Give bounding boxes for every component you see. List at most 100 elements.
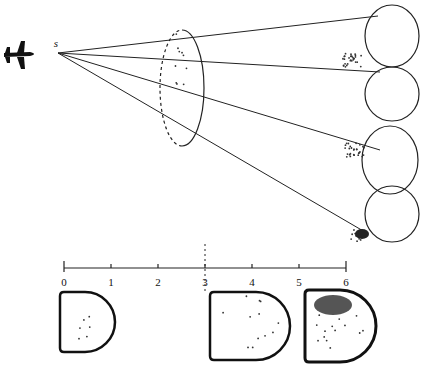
stipple-dot (181, 52, 183, 54)
scale-number: 2 (155, 277, 161, 288)
stipple-dot (344, 147, 346, 149)
stipple-dot (257, 338, 259, 340)
stipple-dot (359, 151, 361, 153)
stipple-dot (356, 240, 358, 242)
stipple-dot (249, 316, 251, 318)
scale-number: 4 (249, 277, 255, 288)
stipple-dot (349, 155, 351, 157)
stipple-dot (344, 55, 346, 57)
stipple-dot (343, 56, 345, 58)
stipple-dot (345, 66, 347, 68)
stipple-dot (353, 148, 355, 150)
stipple-dot (222, 312, 224, 314)
stipple-dot (361, 156, 363, 158)
stipple-dot (350, 238, 352, 240)
stipple-dot (252, 347, 254, 349)
stipple-dot (353, 154, 355, 156)
scale-bar (64, 244, 346, 292)
stipple-dot (323, 336, 325, 338)
stipple-dot (176, 83, 178, 85)
stipple-dot (246, 295, 248, 297)
stipple-dot (355, 56, 357, 58)
stipple-dot (177, 47, 179, 49)
stipple-dot (350, 59, 352, 61)
stipple-dot (348, 57, 350, 59)
stipple-dot (89, 326, 91, 328)
stipple-dot (343, 64, 345, 66)
stipple-dot (317, 340, 319, 342)
stipple-dot (247, 347, 249, 349)
stipple-dot (86, 336, 88, 338)
stipple-dot (345, 53, 347, 55)
stipple-dot (351, 147, 353, 149)
stipple-dot (343, 65, 345, 67)
stipple-dot (345, 144, 347, 146)
stipple-dot (334, 330, 336, 332)
stipple-dot (346, 142, 348, 144)
stipple-dot (349, 60, 351, 62)
airplane (4, 41, 34, 69)
stipple-dot (316, 324, 318, 326)
stipple-dot (348, 148, 350, 150)
stipple-dot (331, 325, 333, 327)
stipple-dot (183, 54, 185, 56)
stipple-dot (356, 148, 358, 150)
cross-section-ellipse (160, 30, 204, 146)
stipple-dot (351, 233, 353, 235)
stipple-dot (355, 142, 357, 144)
stipple-dot (175, 33, 177, 35)
stipple-dot (272, 332, 274, 334)
stipple-dot (358, 152, 360, 154)
stipple-dot (175, 65, 177, 67)
stipple-dot (350, 55, 352, 57)
stipple-dot (362, 330, 364, 332)
stipple-dot (349, 145, 351, 147)
stipple-dot (277, 322, 279, 324)
dark-blob (355, 229, 369, 239)
stipple-dot (338, 318, 340, 320)
stipple-dot (349, 154, 351, 156)
stipple-dot (260, 301, 262, 303)
stipple-dot (258, 313, 260, 315)
stipple-dot (346, 64, 348, 66)
stipple-dot (360, 239, 362, 241)
stipple-dot (359, 332, 361, 334)
stipple-dot (326, 340, 328, 342)
stipple-dot (353, 58, 355, 60)
stipple-dot (356, 149, 358, 151)
scale-number: 3 (202, 277, 208, 288)
stipple-dot (178, 51, 180, 53)
stipple-dot (78, 338, 80, 340)
stipple-dot (353, 149, 355, 151)
stipple-dot (183, 83, 185, 85)
scale-number: 6 (343, 277, 349, 288)
scale-number: 1 (108, 277, 114, 288)
stipple-dot (264, 335, 266, 337)
stipple-dot (356, 61, 358, 63)
stipple-dot (363, 154, 365, 156)
stipple-dot (318, 314, 320, 316)
point-label: s (54, 38, 58, 49)
stipple-dot (329, 347, 331, 349)
stipple-dot (359, 144, 361, 146)
shaded-region (314, 295, 352, 315)
stipple-dot (88, 316, 90, 318)
d-shapes (60, 290, 376, 362)
stipple-dot (355, 54, 357, 56)
stipple-dot (350, 153, 352, 155)
stipple-dot (353, 229, 355, 231)
stipple-dot (360, 55, 362, 57)
stipple-dot (324, 330, 326, 332)
stipple-dot (362, 146, 364, 148)
stipple-dot (347, 143, 349, 145)
stipple-dot (186, 67, 188, 69)
stipple-dot (79, 327, 81, 329)
stipple-dot (83, 319, 85, 321)
stipple-dot (346, 156, 348, 158)
stipple-dot (351, 55, 353, 57)
stipple-dots (78, 33, 367, 349)
stipple-dot (355, 61, 357, 63)
stipple-dot (357, 154, 359, 156)
beam-lines (58, 16, 380, 232)
